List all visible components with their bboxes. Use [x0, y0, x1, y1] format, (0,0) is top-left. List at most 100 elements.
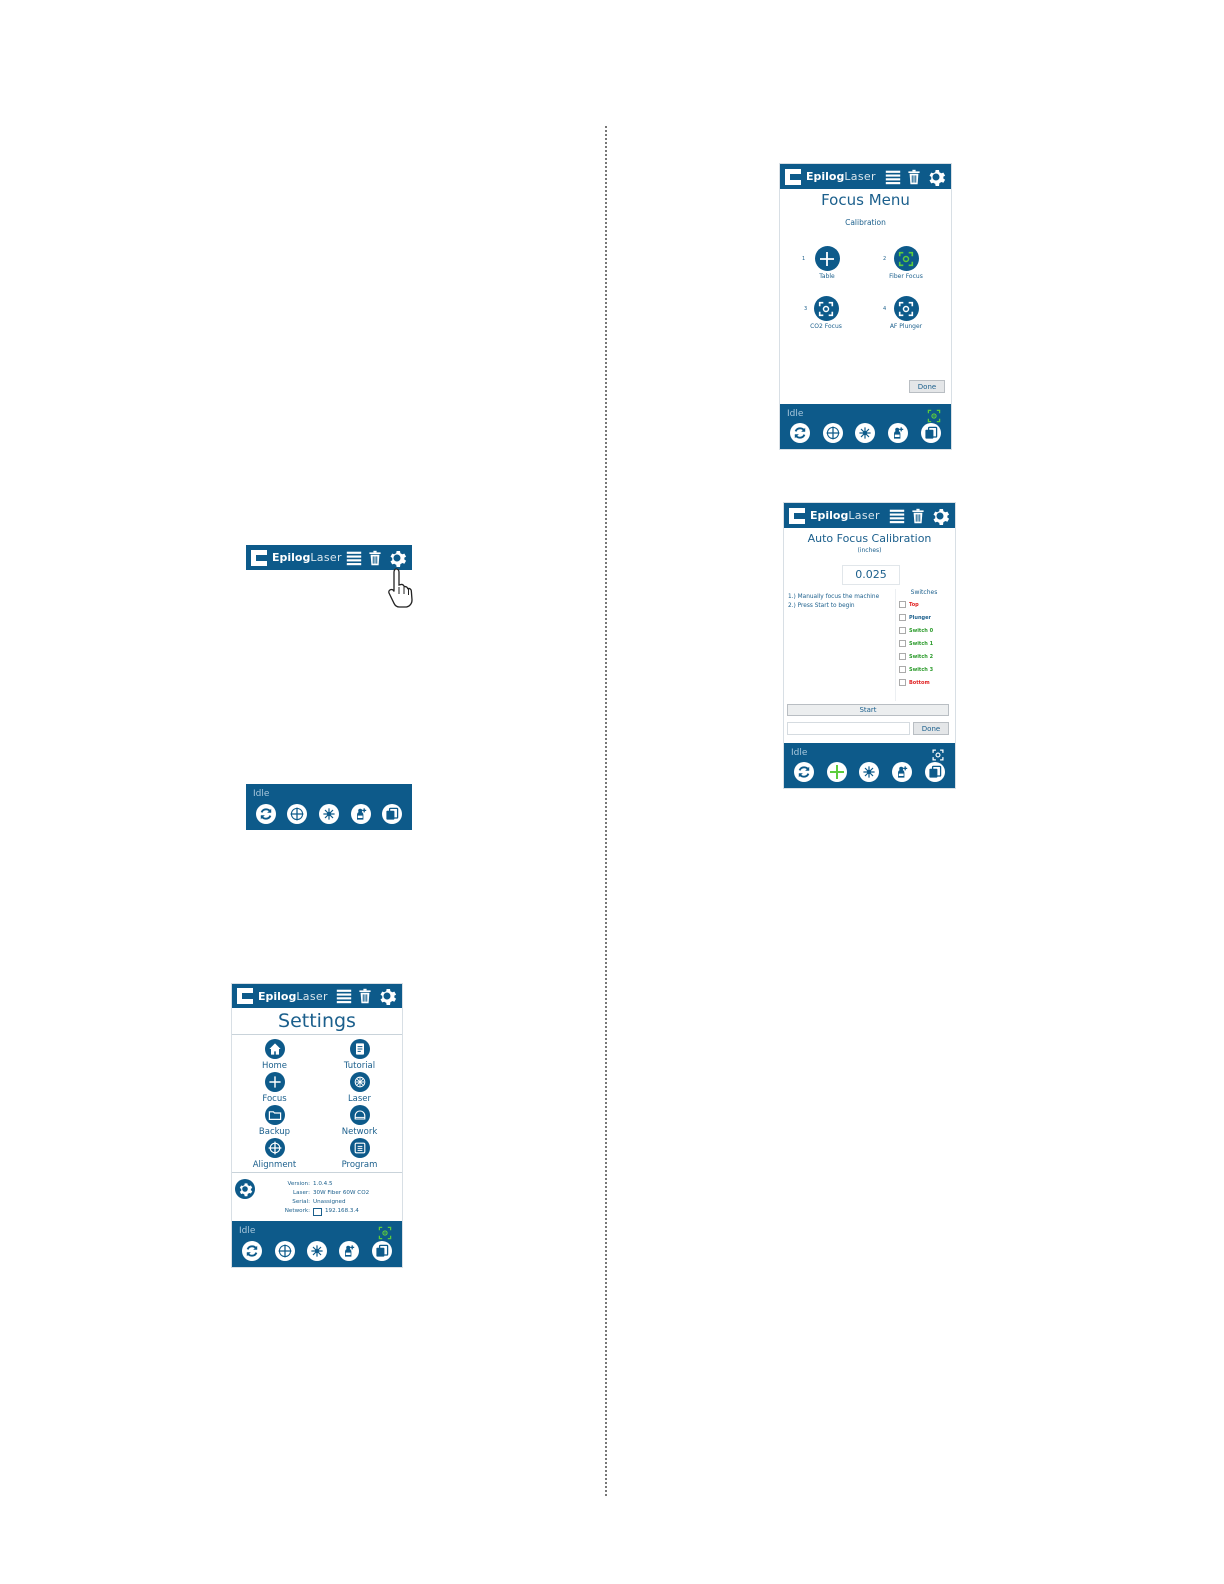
co2-focus-button[interactable]: CO2 Focus [806, 296, 846, 330]
camera-focus-icon [897, 250, 915, 268]
gear-icon[interactable] [930, 506, 950, 526]
switch-checkbox[interactable] [899, 640, 906, 647]
list-icon[interactable] [888, 507, 906, 525]
done-button[interactable]: Done [913, 722, 949, 735]
user-button[interactable] [892, 762, 913, 782]
refresh-button[interactable] [790, 423, 811, 443]
pages-button[interactable] [382, 804, 403, 824]
page-divider [605, 126, 607, 1496]
switch-row: Bottom [899, 676, 952, 689]
switch-row: Switch 2 [899, 650, 952, 663]
switch-checkbox[interactable] [899, 601, 906, 608]
start-button[interactable]: Start [787, 704, 949, 716]
refresh-icon [244, 1243, 260, 1259]
laser-button[interactable] [855, 423, 876, 443]
switch-checkbox[interactable] [899, 614, 906, 621]
output-field[interactable] [787, 722, 910, 735]
user-button[interactable] [888, 423, 909, 443]
gear-icon[interactable] [377, 986, 397, 1006]
switch-checkbox[interactable] [899, 653, 906, 660]
page-title: Settings [278, 1010, 356, 1032]
gear-icon[interactable] [926, 167, 946, 187]
user-button[interactable] [339, 1241, 360, 1261]
switch-row: Switch 3 [899, 663, 952, 676]
focus-menu-screen: EpilogLaser Focus Menu Calibration 1 Tab… [779, 163, 952, 450]
item-number: 1 [802, 256, 806, 262]
brand-name: EpilogLaser [258, 989, 328, 1003]
pages-button[interactable] [924, 762, 945, 782]
refresh-icon [258, 806, 274, 822]
settings-item-home[interactable]: Home [232, 1039, 317, 1071]
jog-button[interactable] [826, 762, 847, 782]
person-add-icon [353, 806, 369, 822]
settings-item-program[interactable]: Program [317, 1138, 402, 1170]
switch-checkbox[interactable] [899, 666, 906, 673]
header-bar: EpilogLaser [784, 503, 955, 528]
camera-focus-icon[interactable] [931, 748, 945, 762]
laser-button[interactable] [306, 1241, 327, 1261]
camera-focus-icon[interactable] [927, 409, 941, 423]
brand-name: EpilogLaser [272, 551, 342, 564]
refresh-button[interactable] [242, 1241, 263, 1261]
focus-table-button[interactable]: Table [812, 246, 842, 280]
focus-icon [267, 1074, 283, 1090]
crosshair-icon [829, 765, 844, 779]
settings-item-backup[interactable]: Backup [232, 1105, 317, 1137]
header-bar: EpilogLaser [246, 545, 412, 570]
epilog-logo-icon [251, 549, 267, 566]
trash-icon[interactable] [906, 168, 922, 186]
list-icon[interactable] [884, 168, 902, 186]
af-plunger-button[interactable]: AF Plunger [886, 296, 926, 330]
laser-button[interactable] [318, 804, 339, 824]
switch-label: Plunger [909, 614, 931, 621]
status-text: Idle [791, 748, 808, 758]
list-icon[interactable] [345, 549, 363, 567]
laser-icon [321, 806, 337, 822]
refresh-button[interactable] [255, 804, 276, 824]
camera-focus-icon[interactable] [378, 1226, 392, 1240]
pages-button[interactable] [920, 423, 941, 443]
switch-checkbox[interactable] [899, 679, 906, 686]
jog-button[interactable] [287, 804, 308, 824]
brand-name: EpilogLaser [810, 509, 880, 522]
pages-button[interactable] [371, 1241, 392, 1261]
camera-focus-icon [897, 300, 915, 318]
settings-item-alignment[interactable]: Alignment [232, 1138, 317, 1170]
gear-icon[interactable] [387, 548, 407, 568]
laser-icon [352, 1074, 368, 1090]
user-button[interactable] [350, 804, 371, 824]
switch-row: Switch 0 [899, 624, 952, 637]
laser-button[interactable] [859, 762, 880, 782]
machine-info: Version:1.0.4.5 Laser:30W Fiber 60W CO2 … [284, 1181, 370, 1216]
alignment-icon [267, 1140, 283, 1156]
status-bar: Idle [232, 1221, 402, 1267]
crosshair-icon [817, 249, 837, 269]
refresh-button[interactable] [794, 762, 815, 782]
item-number: 4 [883, 306, 887, 312]
trash-icon[interactable] [367, 549, 383, 567]
jog-button[interactable] [822, 423, 843, 443]
epilog-logo-icon [237, 988, 253, 1004]
trash-icon[interactable] [910, 507, 926, 525]
done-button[interactable]: Done [909, 380, 945, 393]
switch-label: Switch 1 [909, 640, 934, 647]
list-icon[interactable] [335, 987, 353, 1005]
item-number: 3 [804, 306, 808, 312]
jog-button[interactable] [274, 1241, 295, 1261]
settings-item-focus[interactable]: Focus [232, 1072, 317, 1104]
status-bar: Idle [784, 743, 955, 788]
page-title: Auto Focus Calibration [807, 532, 932, 545]
pages-icon [927, 764, 943, 780]
settings-item-tutorial[interactable]: Tutorial [317, 1039, 402, 1071]
trash-icon[interactable] [357, 987, 373, 1005]
status-bar: Idle [780, 404, 951, 449]
settings-item-laser[interactable]: Laser [317, 1072, 402, 1104]
laser-icon [857, 425, 873, 441]
fiber-focus-button[interactable]: Fiber Focus [886, 246, 926, 280]
status-bar: Idle [246, 784, 412, 830]
switch-checkbox[interactable] [899, 627, 906, 634]
switch-label: Top [909, 601, 919, 608]
switch-label: Switch 2 [909, 653, 934, 660]
home-icon [267, 1041, 283, 1057]
settings-item-network[interactable]: Network [317, 1105, 402, 1137]
